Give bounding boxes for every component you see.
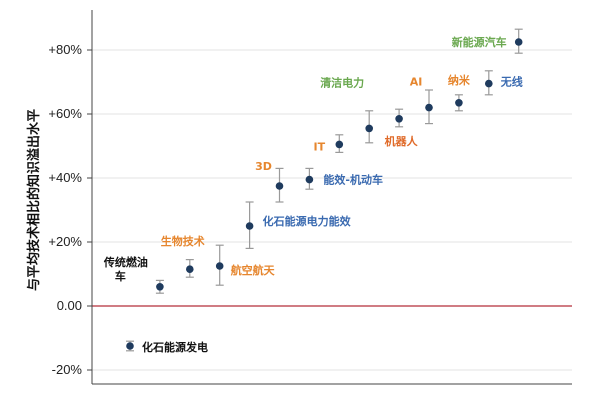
data-point [395,115,403,123]
point-label: 化石能源电力能效 [263,214,352,228]
marks-layer [126,28,523,352]
data-point [425,103,433,112]
point-label: AI [410,76,423,89]
data-point [485,79,493,88]
point-label: 能效-机动车 [323,173,383,187]
point-label: 传统燃油车 [103,255,148,283]
y-tick-label: +40% [48,170,82,185]
y-tick-label: 0.00 [57,298,82,313]
grid-layer [92,49,572,371]
point-label: 新能源汽车 [452,35,507,49]
data-point [514,38,523,46]
data-point [186,265,194,274]
point-label: 3D [255,160,272,173]
data-point [126,342,134,350]
y-tick-label: -20% [52,362,83,377]
data-point [335,140,344,149]
data-point [305,175,314,184]
data-point [365,124,374,133]
y-tick-label: +60% [48,106,82,121]
point-label: 无线 [500,75,523,89]
data-point [156,283,164,291]
y-axis-label: 与平均技术相比的知识溢出水平 [26,109,42,291]
point-label: 机器人 [385,134,419,148]
point-label: 清洁电力 [320,75,364,89]
point-label: 生物技术 [161,234,205,248]
y-tick-label: +80% [48,42,82,57]
y-tick-label: +20% [48,234,82,249]
data-point [215,262,224,270]
point-label: 纳米 [448,73,471,87]
point-label: IT [313,140,325,153]
data-point [275,182,284,190]
data-point [245,222,254,230]
data-point [455,99,463,107]
point-label: 航空航天 [231,263,276,277]
point-label: 化石能源发电 [142,340,208,354]
axis-layer: -20% 0.00 +20% +40% +60% +80% [48,10,572,385]
